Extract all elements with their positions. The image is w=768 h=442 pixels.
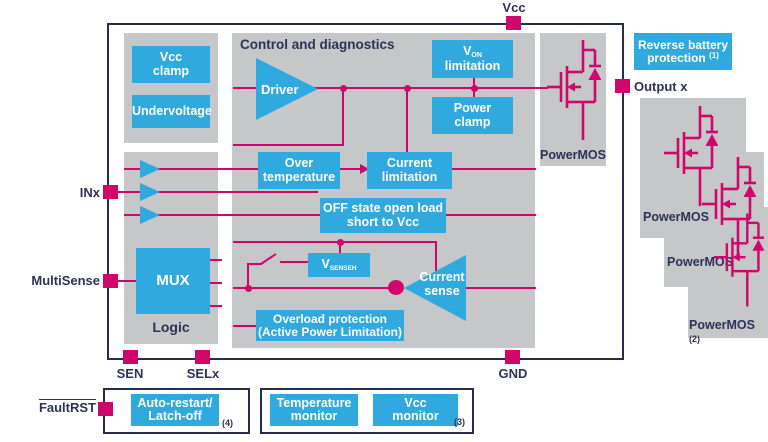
undervoltage-label: Undervoltage: [132, 103, 212, 118]
faultrst-pin: [98, 402, 113, 416]
multisense-pin: [103, 274, 118, 288]
note-1: (1): [709, 50, 719, 60]
gnd-pin: [505, 350, 520, 364]
vcc-clamp-label: Vcc: [159, 50, 183, 64]
mosfet-symbol: [545, 36, 601, 144]
current-limitation-box: Current limitation: [367, 152, 452, 189]
inx-pin: [103, 185, 118, 199]
inx-pin-label: INx: [79, 185, 100, 200]
multisense-pin-label: MultiSense: [31, 273, 100, 288]
current-sense-label: Current sense: [419, 270, 465, 298]
undervoltage-box: Undervoltage: [132, 95, 212, 128]
wire-overload-in: [233, 325, 256, 327]
external-powermos-label-2: PowerMOS: [667, 255, 733, 269]
junction-dot: [245, 285, 252, 292]
junction-dot: [404, 85, 411, 92]
wire-multisense: [115, 280, 136, 282]
note-4: (4): [222, 418, 233, 428]
temperature-monitor-box: Temperature monitor: [270, 394, 358, 426]
input-buffer-2: [140, 183, 160, 201]
note-3: (3): [454, 417, 465, 427]
wire-vsense-row: [233, 241, 437, 243]
sen-pin: [123, 350, 138, 364]
driver-triangle: [256, 58, 318, 120]
current-sense-triangle: [404, 255, 466, 321]
wire-feedback-row: [233, 144, 344, 146]
faultrst-pin-label: FaultRST: [38, 400, 96, 415]
reverse-battery-box: Reverse battery protection (1): [634, 33, 732, 70]
vcc-pin: [506, 16, 521, 30]
junction-dot: [340, 85, 347, 92]
wire-overtemp-to-currlim: [338, 168, 362, 170]
vcc-clamp-box: Vcc clamp: [132, 46, 210, 83]
wire-input-row-3: [124, 214, 320, 216]
von-limitation-box: VON limitation: [432, 40, 513, 78]
selx-pin-label: SELx: [186, 366, 220, 381]
vcc-pin-label: Vcc: [502, 0, 526, 15]
wire-mux-stub-3: [210, 305, 222, 307]
wire-switch-riser: [247, 263, 249, 289]
wire-feedback-drop: [342, 87, 344, 146]
input-buffer-3: [140, 206, 160, 224]
external-powermos-label-1: PowerMOS: [643, 210, 709, 224]
output-pin-label: Output x: [634, 79, 688, 94]
junction-dot: [337, 239, 344, 246]
wire-switch-right: [280, 261, 308, 263]
external-powermos-label-3: PowerMOS (2): [689, 318, 755, 345]
mux-label: MUX: [156, 271, 190, 289]
vcc-monitor-box: Vcc monitor: [373, 394, 458, 426]
power-clamp-box: Power clamp: [432, 97, 513, 134]
off-state-box: OFF state open load short to Vcc: [320, 198, 446, 233]
wire-inx-stub: [115, 191, 124, 193]
current-sense-bubble: [388, 280, 404, 295]
wire-currlim-drop: [406, 87, 408, 153]
wire-input-row-2: [124, 191, 318, 193]
gnd-pin-label: GND: [498, 366, 528, 381]
wire-mux-stub-1: [210, 259, 222, 261]
internal-powermos-label: PowerMOS: [540, 148, 606, 162]
selx-pin: [195, 350, 210, 364]
wire-currsense-row: [233, 287, 389, 289]
over-temperature-box: Over temperature: [258, 152, 340, 189]
wire-vsenseh-drop: [339, 241, 341, 254]
wire-currlim-out: [452, 168, 536, 170]
sen-pin-label: SEN: [116, 366, 144, 381]
logic-label: Logic: [152, 319, 190, 335]
output-pin: [615, 79, 630, 93]
wire-offstate-out: [445, 214, 536, 216]
wire-currsense-out: [466, 287, 536, 289]
mux-box: MUX: [136, 248, 210, 314]
note-2: (2): [689, 334, 700, 345]
junction-dot: [471, 85, 478, 92]
wire-driver-row: [233, 87, 548, 89]
wire-input-row-1: [124, 168, 268, 170]
vsenseh-box: VSENSEH: [308, 253, 370, 277]
wire-switch-left: [247, 263, 262, 265]
arrowhead-currlim: [360, 164, 369, 174]
wire-mux-stub-2: [210, 282, 222, 284]
auto-restart-box: Auto-restart/ Latch-off: [131, 394, 219, 426]
driver-label: Driver: [261, 82, 299, 97]
control-panel-title: Control and diagnostics: [240, 37, 395, 52]
mosfet-symbol: [712, 209, 764, 311]
input-buffer-1: [140, 160, 160, 178]
overload-protection-box: Overload protection (Active Power Limita…: [256, 310, 404, 341]
